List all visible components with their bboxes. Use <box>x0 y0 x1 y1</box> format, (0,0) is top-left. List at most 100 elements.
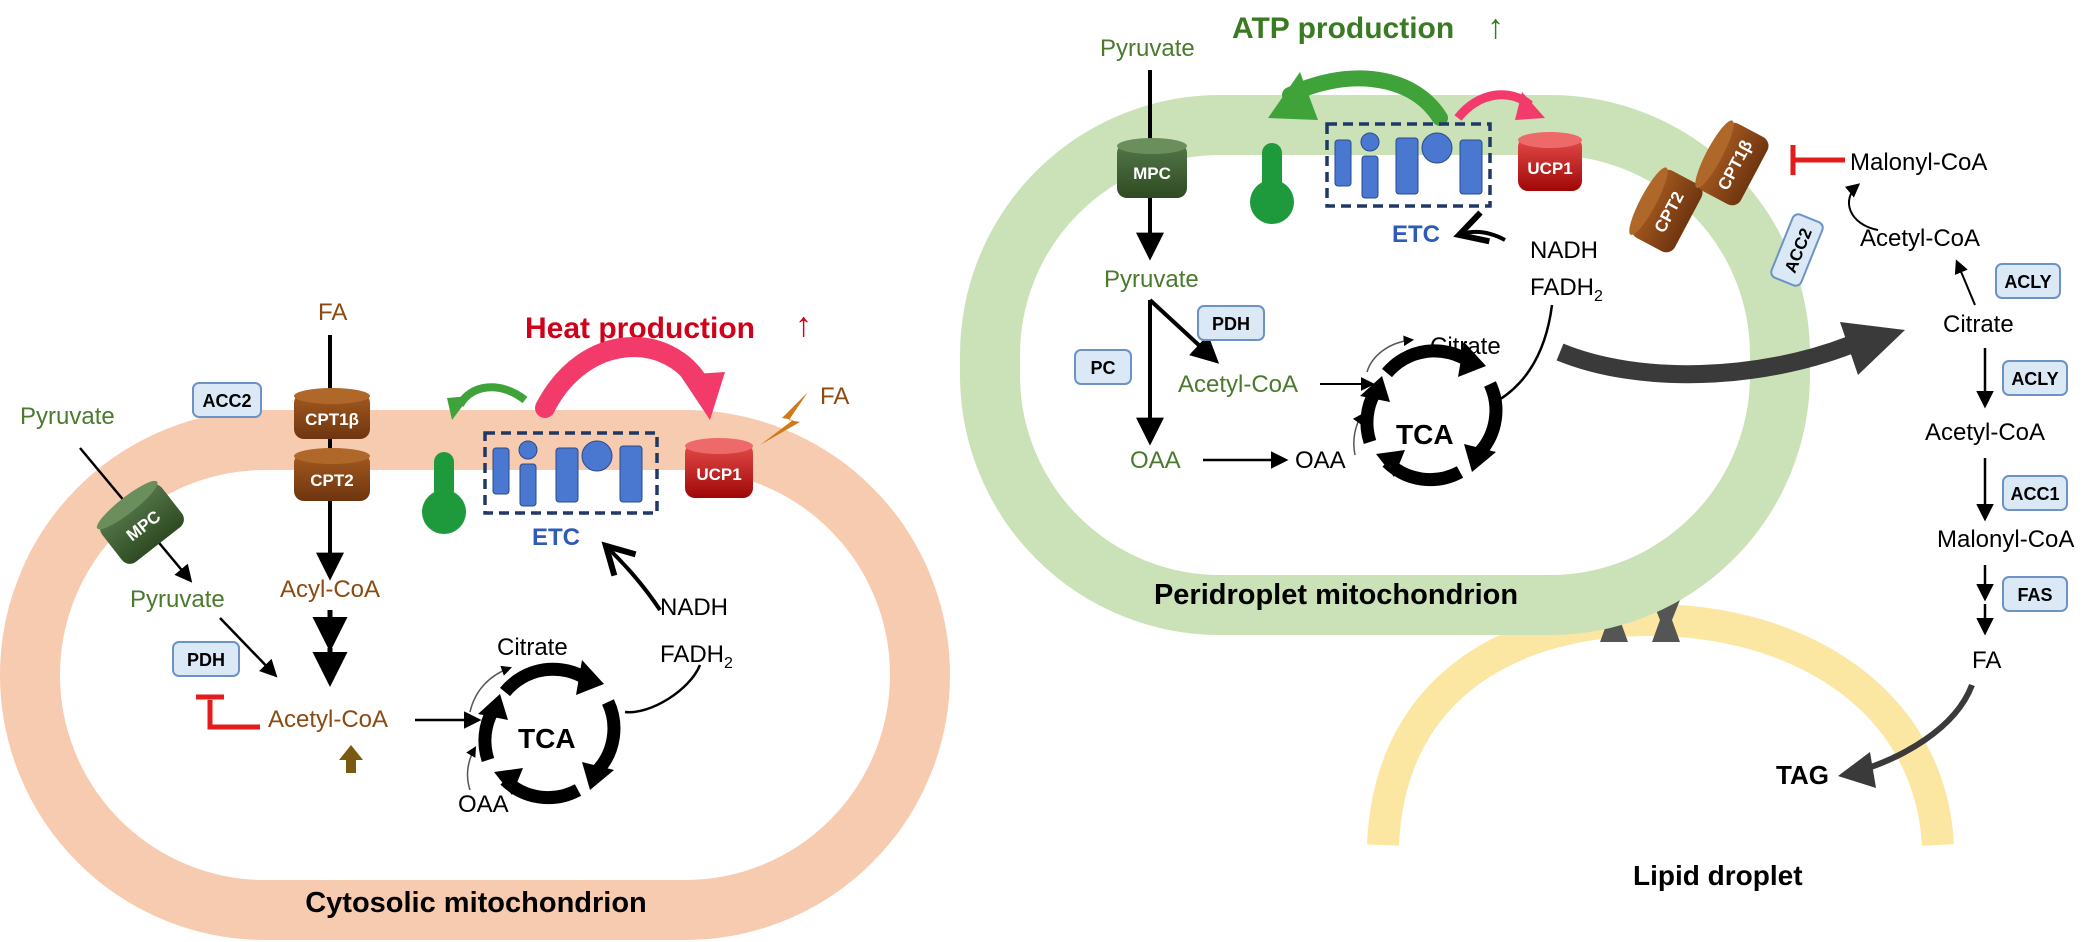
atp-up-arrow: ↑ <box>1487 8 1504 46</box>
etc-complex <box>483 431 659 515</box>
nadh-to-tca-arrow <box>624 664 702 714</box>
peridroplet-mitochondrion: ATP production ↑ Pyruvate MPC Pyruvate P… <box>960 8 1905 635</box>
r-cpt2-transporter: CPT2 <box>1629 167 1703 253</box>
cytosolic-membrane <box>0 410 950 940</box>
fa-to-tag-arrowhead <box>1838 752 1876 788</box>
r-title: Peridroplet mitochondrion <box>1154 579 1518 611</box>
lightning-icon <box>760 392 808 445</box>
lipid-droplet-label: Lipid droplet <box>1633 860 1803 891</box>
r-pc-enzyme-box: PC <box>1074 349 1132 385</box>
r-ucp1-protein: UCP1 <box>1518 132 1582 191</box>
svg-text:ACC1: ACC1 <box>2010 484 2059 504</box>
cytosolic-mitochondrion: Heat production ↑ FA CPT1β CPT2 ACC2 Pyr… <box>0 299 950 940</box>
r-mpc-transporter: MPC <box>1117 138 1187 198</box>
cytosol-acetyl-coa-label: Acetyl-CoA <box>1925 419 2045 446</box>
nadh-to-etc-arrow <box>608 548 662 612</box>
r-tca-cycle <box>1360 342 1503 487</box>
cytosol-citrate-label: Citrate <box>1943 311 2014 338</box>
svg-text:ACLY: ACLY <box>2004 272 2051 292</box>
citrate-export-arrow <box>1556 336 1854 384</box>
r-cpt1b-transporter: CPT1β <box>1695 120 1769 206</box>
left-green-arrowhead <box>447 396 470 420</box>
acc2-enzyme-box: ACC2 <box>192 382 262 418</box>
acly-2-enzyme-box: ACLY <box>2002 360 2068 396</box>
r-fadh2-label: FADH2 <box>1530 274 1603 305</box>
oaa-thin-arrow <box>466 746 477 791</box>
cytosol-malonyl-coa-label: Malonyl-CoA <box>1937 526 2074 553</box>
fadh2-label: FADH2 <box>660 641 733 672</box>
malonyl-coa-top-label: Malonyl-CoA <box>1850 149 1987 176</box>
citrate-thin-arrow <box>469 665 512 713</box>
cytosolic-lipogenesis: Malonyl-CoA Acetyl-CoA ACLY Citrate ACLY… <box>1776 149 2074 790</box>
mpc-transporter: MPC <box>96 480 184 564</box>
tca-label: TCA <box>518 723 576 754</box>
oaa-label: OAA <box>458 791 509 818</box>
tag-label: TAG <box>1776 760 1829 790</box>
svg-text:FAS: FAS <box>2017 585 2052 605</box>
r-etc-complex <box>1325 122 1492 208</box>
r-oaa-right-label: OAA <box>1295 447 1346 474</box>
cpt2-transporter: CPT2 <box>294 448 370 501</box>
svg-text:CPT1β: CPT1β <box>305 410 359 429</box>
fa-to-tag-arrow <box>1861 683 1975 773</box>
r-acetyl-coa-label: Acetyl-CoA <box>1178 371 1298 398</box>
r-citrate-label: Citrate <box>1430 333 1501 360</box>
r-tca-label: TCA <box>1396 419 1454 450</box>
thermometer-icon <box>422 452 466 534</box>
acetyl-coa-up-arrow <box>339 745 363 773</box>
heat-arrowhead <box>680 372 725 420</box>
r-thermometer-icon <box>1250 143 1294 224</box>
pyruvate-inside-label: Pyruvate <box>130 586 225 613</box>
acetyl-coa-label: Acetyl-CoA <box>268 706 388 733</box>
pdh-enzyme-box: PDH <box>172 641 240 677</box>
svg-text:UCP1: UCP1 <box>696 465 741 484</box>
acyl-coa-label: Acyl-CoA <box>280 576 380 603</box>
r-citrate-thin-arrow <box>1366 335 1415 373</box>
acetyl-coa-top-label: Acetyl-CoA <box>1860 225 1980 252</box>
lipid-droplet: Lipid droplet <box>1367 600 1954 891</box>
fa-lightning-label: FA <box>820 383 849 410</box>
tca-cycle <box>478 660 621 805</box>
citrate-to-acetyl-top-line <box>1954 259 1976 306</box>
svg-text:UCP1: UCP1 <box>1527 159 1572 178</box>
acc1-enzyme-box: ACC1 <box>2002 475 2068 511</box>
fas-enzyme-box: FAS <box>2002 576 2068 612</box>
r-etc-label: ETC <box>1392 221 1440 248</box>
atp-production-label: ATP production <box>1232 12 1454 45</box>
svg-text:CPT2: CPT2 <box>310 471 353 490</box>
ucp1-protein: UCP1 <box>685 438 753 498</box>
r-pyruvate-inside-label: Pyruvate <box>1104 266 1199 293</box>
r-pyruvate-outside-label: Pyruvate <box>1100 35 1195 62</box>
svg-text:PDH: PDH <box>187 650 225 670</box>
cytosol-fa-label: FA <box>1972 647 2001 674</box>
svg-text:ACC2: ACC2 <box>202 391 251 411</box>
r-oaa-thin-arrow <box>1352 413 1364 456</box>
cytosolic-title: Cytosolic mitochondrion <box>305 887 647 919</box>
acetyl-to-malonyl-curve <box>1844 183 1879 231</box>
acly-1-enzyme-box: ACLY <box>1995 263 2061 299</box>
lipid-droplet-membrane <box>1367 603 1954 847</box>
atp-arrowhead <box>1268 72 1318 120</box>
r-oaa-left-label: OAA <box>1130 447 1181 474</box>
r-nadh-to-etc-arrow <box>1462 232 1506 240</box>
pdh-inhibition-line <box>207 700 260 730</box>
citrate-export-arrowhead <box>1840 322 1905 375</box>
pyruvate-outside-label: Pyruvate <box>20 403 115 430</box>
svg-text:PDH: PDH <box>1212 314 1250 334</box>
svg-text:MPC: MPC <box>1133 164 1171 183</box>
pyruvate-to-acetyl-line <box>219 617 278 678</box>
svg-text:PC: PC <box>1090 358 1115 378</box>
cpt1b-transporter: CPT1β <box>294 388 370 439</box>
heat-up-arrow: ↑ <box>795 306 812 344</box>
atp-curved-arrow <box>1282 70 1448 126</box>
r-nadh-label: NADH <box>1530 237 1598 264</box>
etc-label: ETC <box>532 524 580 551</box>
nadh-label: NADH <box>660 594 728 621</box>
heat-curved-arrow <box>535 337 710 418</box>
r-pyruvate-to-acetyl-line <box>1148 298 1220 364</box>
svg-text:ACLY: ACLY <box>2011 369 2058 389</box>
r-pdh-enzyme-box: PDH <box>1197 305 1265 341</box>
right-pink-arrowhead <box>1515 92 1545 120</box>
